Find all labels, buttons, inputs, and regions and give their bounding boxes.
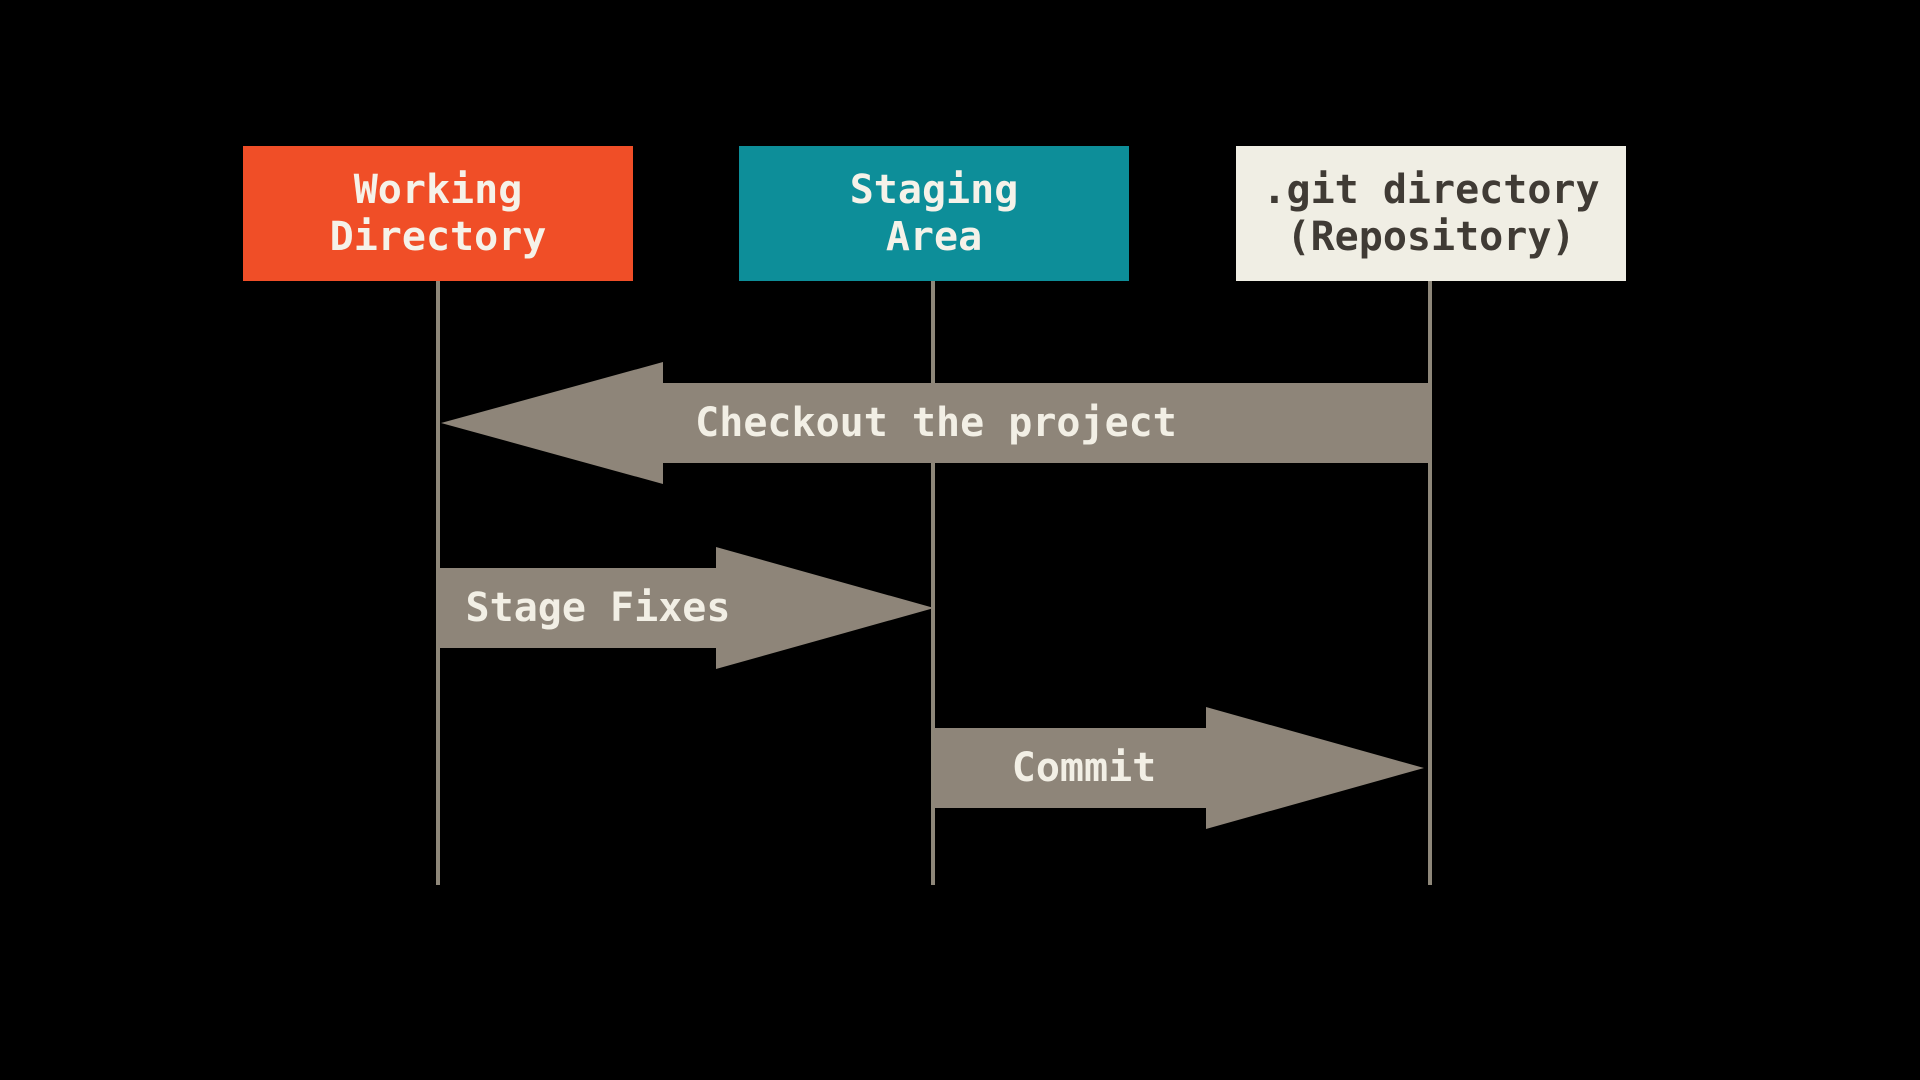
- git-directory-lifeline: [1428, 281, 1432, 885]
- checkout-arrow-body: [663, 383, 1431, 463]
- commit-arrowhead-icon: [1206, 707, 1424, 829]
- commit-arrow-label: Commit: [1011, 745, 1157, 791]
- git-directory-box: .git directory (Repository): [1236, 146, 1626, 281]
- stage-fixes-arrowhead-icon: [716, 547, 934, 669]
- checkout-arrow-label: Checkout the project: [695, 400, 1177, 446]
- stage-fixes-arrow-label: Stage Fixes: [465, 585, 731, 631]
- checkout-arrowhead-icon: [441, 362, 663, 484]
- working-directory-box: Working Directory: [243, 146, 633, 281]
- stage-fixes-arrow-body: [438, 568, 716, 648]
- staging-area-box: Staging Area: [739, 146, 1129, 281]
- commit-arrow-body: [934, 728, 1206, 808]
